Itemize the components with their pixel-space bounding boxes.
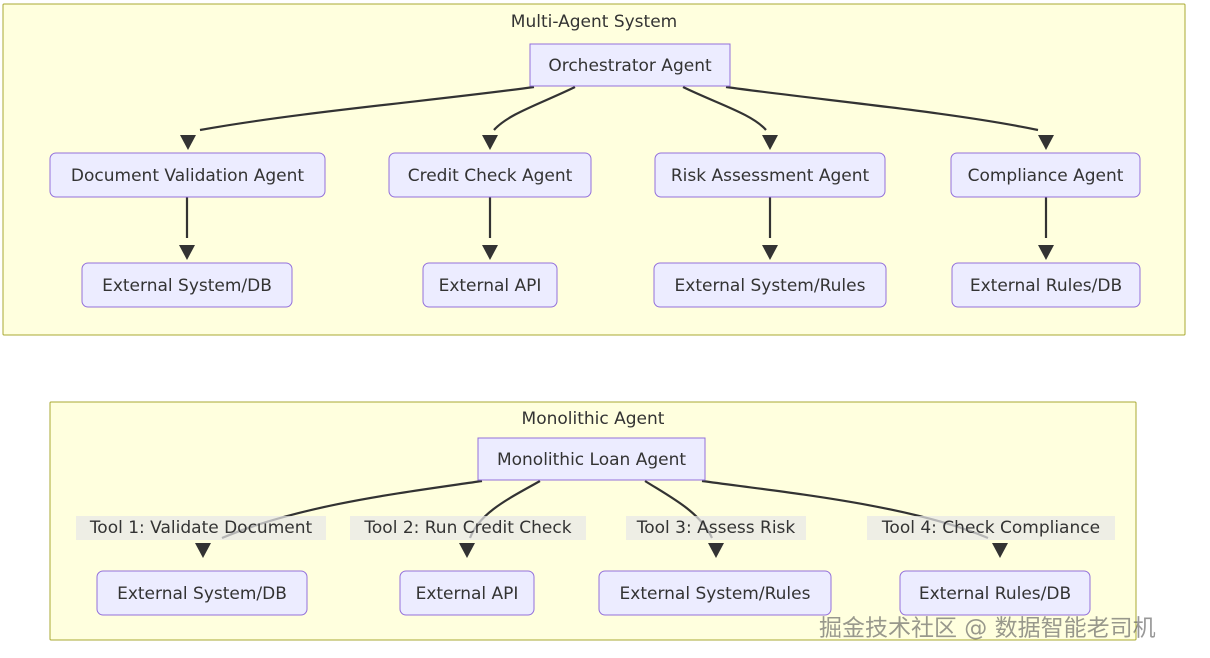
node-ext-rules-db-top[interactable]: External Rules/DB [951, 262, 1141, 308]
edge-arrowhead [179, 245, 195, 260]
node-box[interactable] [49, 152, 326, 198]
node-ext-system-rules-top[interactable]: External System/Rules [653, 262, 887, 308]
edge-compliance-to-ext-rules-db [1038, 197, 1054, 260]
edge-arrowhead [180, 135, 196, 150]
cluster-multi-agent-system: Multi-Agent System [2, 3, 1186, 336]
edge-orchestrator-to-risk-assessment [682, 86, 778, 150]
node-box[interactable] [388, 152, 592, 198]
node-orchestrator-agent[interactable]: Orchestrator Agent [529, 43, 731, 87]
node-label: External System/DB [102, 276, 272, 296]
node-credit-check-agent[interactable]: Credit Check Agent [388, 152, 592, 198]
node-ext-system-db-top[interactable]: External System/DB [81, 262, 293, 308]
node-label: Credit Check Agent [408, 166, 573, 186]
edge-label-background [350, 516, 586, 540]
edge-label-text: Tool 3: Assess Risk [636, 518, 796, 538]
node-document-validation-agent[interactable]: Document Validation Agent [49, 152, 326, 198]
edge-line [493, 86, 576, 131]
edge-arrowhead [482, 135, 498, 150]
edge-arrowhead [1038, 245, 1054, 260]
edge-line [199, 85, 535, 132]
edge-label-loan-agent-to-ext-system-rules: Tool 3: Assess Risk [626, 516, 806, 540]
edge-arrowhead [992, 543, 1008, 558]
node-label: External API [439, 276, 542, 296]
node-ext-api-bottom[interactable]: External API [399, 570, 535, 616]
node-box[interactable] [654, 152, 886, 198]
node-box[interactable] [81, 262, 293, 308]
node-box[interactable] [899, 570, 1091, 616]
node-box[interactable] [422, 262, 558, 308]
node-compliance-agent[interactable]: Compliance Agent [950, 152, 1141, 198]
node-ext-api-top[interactable]: External API [422, 262, 558, 308]
node-label: External System/Rules [675, 276, 866, 296]
node-ext-system-rules-bottom[interactable]: External System/Rules [598, 570, 832, 616]
edge-arrowhead [762, 245, 778, 260]
edge-orchestrator-to-credit-check [482, 86, 576, 150]
edge-arrowhead [459, 543, 475, 558]
edge-arrowhead [708, 543, 724, 558]
edge-risk-assessment-to-ext-system-rules [762, 197, 778, 260]
node-box[interactable] [477, 437, 706, 481]
watermark-text: 掘金技术社区 @ 数据智能老司机 [819, 616, 1156, 642]
edge-label-background [76, 516, 326, 540]
cluster-title: Monolithic Agent [522, 409, 665, 429]
cluster-box [49, 401, 1137, 641]
node-label: Orchestrator Agent [548, 56, 712, 76]
node-label: External Rules/DB [919, 584, 1071, 604]
node-box[interactable] [96, 570, 308, 616]
edge-label-loan-agent-to-ext-rules-db: Tool 4: Check Compliance [867, 516, 1115, 540]
edge-line [725, 85, 1039, 132]
watermark-layer: 掘金技术社区 @ 数据智能老司机 [819, 616, 1156, 642]
edge-label-text: Tool 4: Check Compliance [881, 518, 1100, 538]
node-box[interactable] [399, 570, 535, 616]
edge-label-text: Tool 1: Validate Document [89, 518, 313, 538]
edge-arrowhead [1038, 135, 1054, 150]
node-box[interactable] [653, 262, 887, 308]
edge-label-loan-agent-to-ext-system-db: Tool 1: Validate Document [76, 516, 326, 540]
node-label: Document Validation Agent [71, 166, 304, 186]
edge-credit-check-to-ext-api [482, 197, 498, 260]
node-box[interactable] [598, 570, 832, 616]
node-monolithic-loan-agent[interactable]: Monolithic Loan Agent [477, 437, 706, 481]
cluster-monolithic-agent: Monolithic Agent [49, 401, 1137, 641]
edge-arrowhead [195, 543, 211, 558]
node-label: External System/Rules [620, 584, 811, 604]
edge-label-background [867, 516, 1115, 540]
node-ext-rules-db-bottom[interactable]: External Rules/DB [899, 570, 1091, 616]
edge-line [682, 86, 767, 131]
edge-arrowhead [762, 135, 778, 150]
node-label: Monolithic Loan Agent [497, 450, 686, 470]
edge-labels-layer: Tool 1: Validate Document Tool 2: Run Cre… [76, 516, 1115, 540]
node-box[interactable] [529, 43, 731, 87]
node-risk-assessment-agent[interactable]: Risk Assessment Agent [654, 152, 886, 198]
node-label: External API [416, 584, 519, 604]
node-ext-system-db-bottom[interactable]: External System/DB [96, 570, 308, 616]
node-box[interactable] [950, 152, 1141, 198]
edge-document-validation-to-ext-system-db [179, 197, 195, 260]
node-box[interactable] [951, 262, 1141, 308]
edge-label-loan-agent-to-ext-api: Tool 2: Run Credit Check [350, 516, 586, 540]
edge-arrowhead [482, 245, 498, 260]
edge-orchestrator-to-document-validation [180, 85, 535, 150]
cluster-title: Multi-Agent System [511, 12, 677, 32]
node-label: Risk Assessment Agent [671, 166, 870, 186]
node-label: Compliance Agent [968, 166, 1124, 186]
edge-orchestrator-to-compliance [725, 85, 1054, 150]
node-label: External System/DB [117, 584, 287, 604]
cluster-box [2, 3, 1186, 336]
node-label: External Rules/DB [970, 276, 1122, 296]
edge-label-text: Tool 2: Run Credit Check [363, 518, 571, 538]
edge-label-background [626, 516, 806, 540]
